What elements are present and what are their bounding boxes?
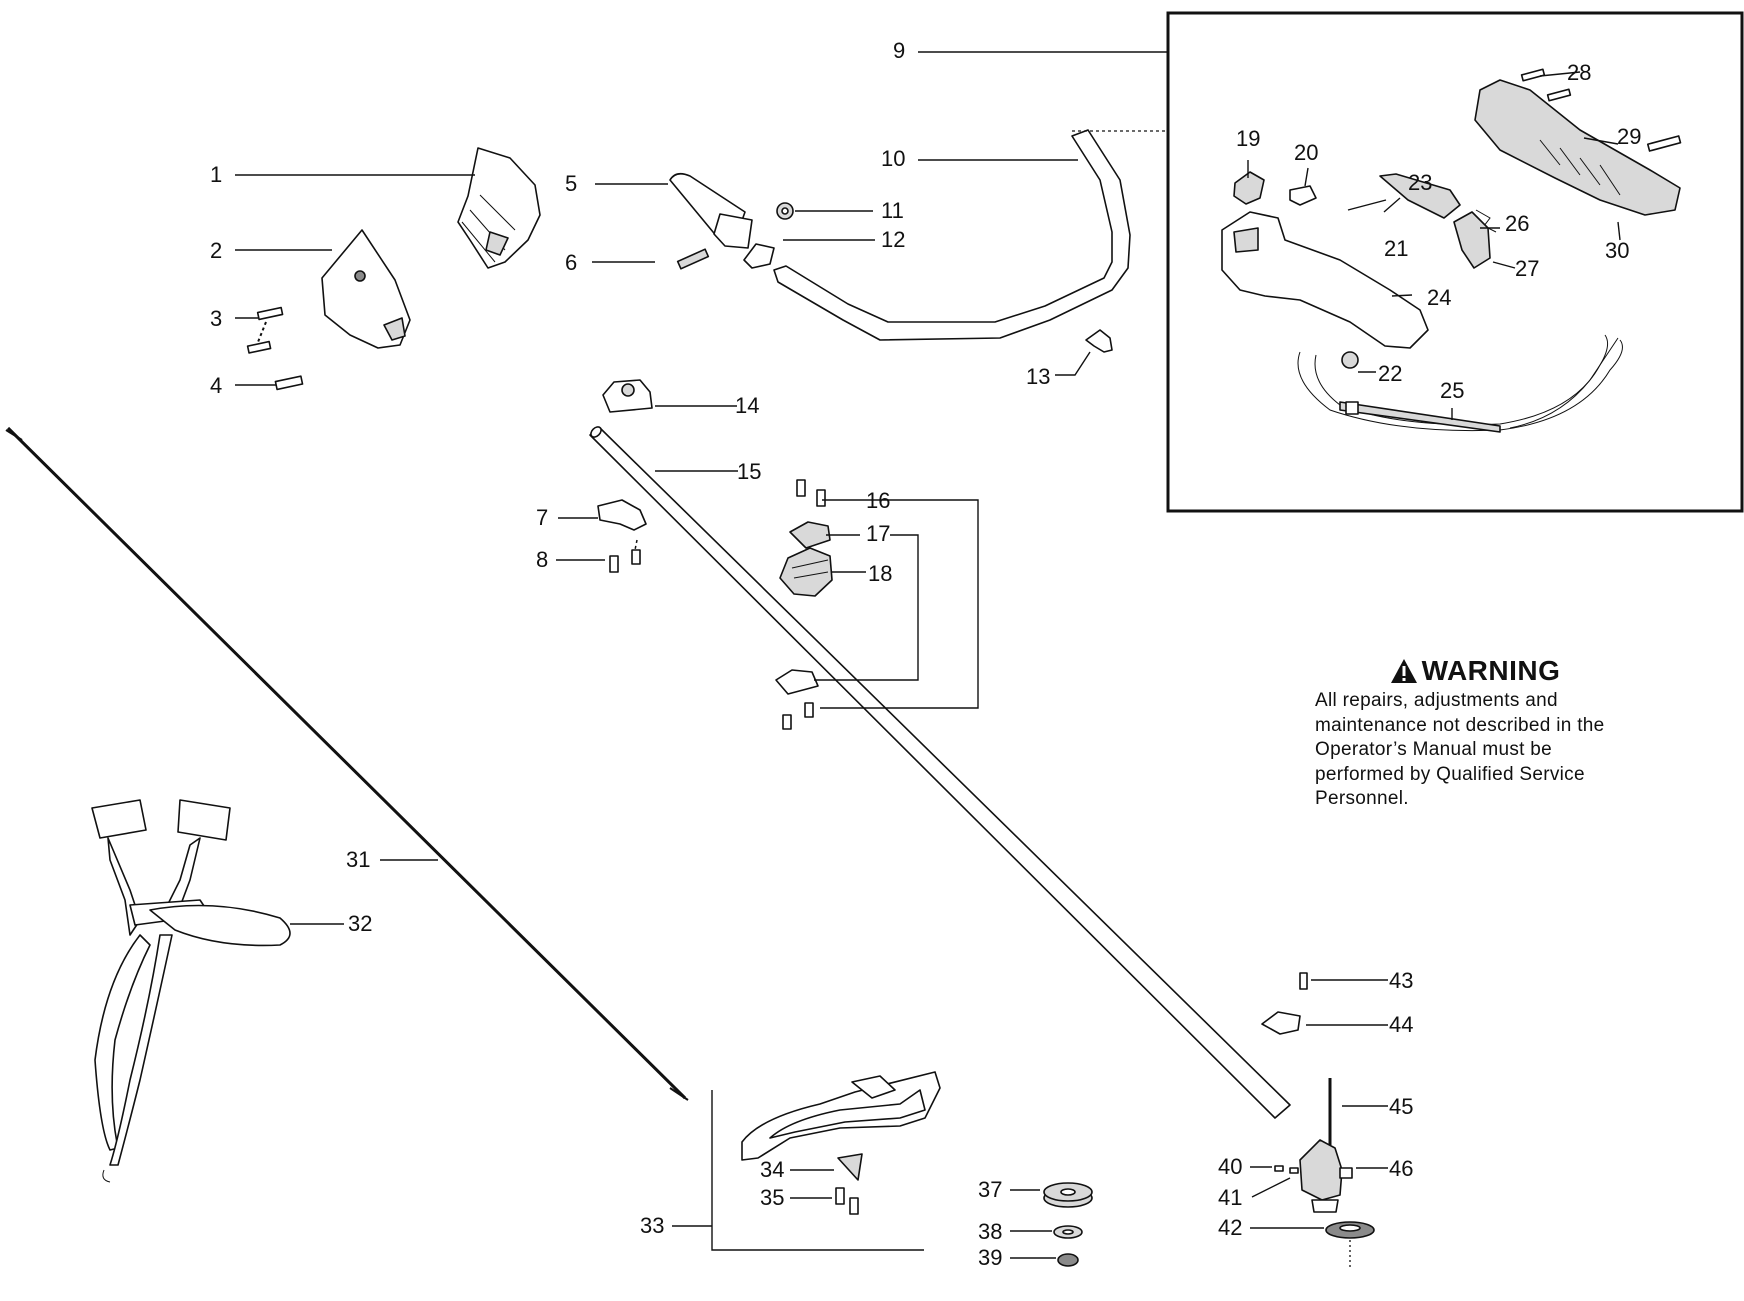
- callout-32: 32: [348, 911, 372, 936]
- part-5-handle-grip: [669, 172, 753, 249]
- callout-26: 26: [1505, 211, 1529, 236]
- callout-2: 2: [210, 238, 222, 263]
- warning-triangle-icon: [1390, 659, 1417, 683]
- callout-3: 3: [210, 306, 222, 331]
- callout-10: 10: [881, 146, 905, 171]
- callout-27: 27: [1515, 256, 1539, 281]
- part-12-clamp: [743, 243, 775, 269]
- callout-40: 40: [1218, 1154, 1242, 1179]
- part-8-screws: [609, 539, 641, 573]
- callout-29: 29: [1617, 124, 1641, 149]
- callout-15: 15: [737, 459, 761, 484]
- callout-31: 31: [346, 847, 370, 872]
- part-22-nut: [1341, 351, 1359, 369]
- part-28-screws: [1520, 68, 1572, 102]
- callout-45: 45: [1389, 1094, 1413, 1119]
- warning-title: WARNING: [1421, 655, 1561, 686]
- callout-8: 8: [536, 547, 548, 572]
- part-35-screws: [835, 1187, 859, 1215]
- callout-39: 39: [978, 1245, 1002, 1270]
- callout-9: 9: [893, 38, 905, 63]
- callout-labels: 1 2 3 4 5 6 7 8 9 10 11 12 13 14 15 16 1…: [210, 38, 1641, 1270]
- part-10-loop-handle: [773, 129, 1131, 341]
- part-30-handle-half: [1474, 79, 1681, 216]
- callout-21: 21: [1384, 236, 1408, 261]
- callout-20: 20: [1294, 140, 1318, 165]
- part-2-side-cover: [321, 229, 411, 349]
- part-27-lever: [1453, 211, 1491, 269]
- part-32-harness: [91, 799, 291, 1183]
- part-18-clamp-body: [779, 547, 833, 597]
- part-42-retainer: [1325, 1221, 1375, 1268]
- callout-22: 22: [1378, 361, 1402, 386]
- callout-13: 13: [1026, 364, 1050, 389]
- part-29-screw: [1646, 135, 1682, 152]
- callout-24: 24: [1427, 285, 1451, 310]
- callout-1: 1: [210, 162, 222, 187]
- callout-17: 17: [866, 521, 890, 546]
- callout-43: 43: [1389, 968, 1413, 993]
- callout-42: 42: [1218, 1215, 1242, 1240]
- part-3-screws: [246, 306, 284, 354]
- callout-33: 33: [640, 1213, 664, 1238]
- callout-12: 12: [881, 227, 905, 252]
- part-44-bracket: [1261, 1011, 1301, 1035]
- part-17-clamp-half: [775, 521, 831, 695]
- callout-30: 30: [1605, 238, 1629, 263]
- callout-44: 44: [1389, 1012, 1413, 1037]
- part-4-screw: [274, 375, 304, 391]
- part-40-screw: [1274, 1165, 1284, 1172]
- part-16-screws: [782, 479, 826, 730]
- part-14-clamp: [602, 379, 653, 413]
- part-43-screw: [1299, 972, 1308, 990]
- callout-34: 34: [760, 1157, 784, 1182]
- part-1-engine-cover: [457, 147, 541, 269]
- inset-box: [1166, 11, 1744, 513]
- part-7-tube-clamp: [597, 499, 647, 531]
- callout-18: 18: [868, 561, 892, 586]
- callout-28: 28: [1567, 60, 1591, 85]
- callout-7: 7: [536, 505, 548, 530]
- callout-38: 38: [978, 1219, 1002, 1244]
- warning-title-row: WARNING: [1305, 655, 1645, 687]
- callout-4: 4: [210, 373, 222, 398]
- part-24-handle-half: [1221, 211, 1429, 349]
- part-31-drive-shaft: [5, 426, 689, 1101]
- part-34-line-blade: [837, 1153, 863, 1181]
- part-46-gearhead: [1299, 1139, 1353, 1213]
- part-11-nut: [776, 202, 794, 220]
- callout-41: 41: [1218, 1185, 1242, 1210]
- callout-23: 23: [1408, 170, 1432, 195]
- part-13-clip: [1085, 329, 1113, 353]
- part-37-washer: [1043, 1182, 1093, 1208]
- part-33-debris-shield: [741, 1071, 941, 1161]
- part-41-screw: [1289, 1167, 1299, 1174]
- part-19-switch: [1233, 171, 1265, 205]
- part-26-spring: [1475, 209, 1497, 233]
- part-6-bolt: [676, 248, 710, 270]
- callout-5: 5: [565, 171, 577, 196]
- leader-lines: [235, 51, 1621, 1259]
- callout-25: 25: [1440, 378, 1464, 403]
- part-23-trigger: [1379, 173, 1461, 219]
- callout-6: 6: [565, 250, 577, 275]
- callout-14: 14: [735, 393, 759, 418]
- part-20-lockout: [1289, 185, 1317, 206]
- callout-19: 19: [1236, 126, 1260, 151]
- callout-16: 16: [866, 488, 890, 513]
- part-25-wire-harness: [1297, 334, 1623, 433]
- part-38-washer: [1053, 1225, 1083, 1239]
- callout-11: 11: [881, 198, 904, 223]
- warning-notice: WARNING All repairs, adjustments and mai…: [1315, 655, 1645, 812]
- warning-body: All repairs, adjustments and maintenance…: [1315, 690, 1605, 809]
- callout-46: 46: [1389, 1156, 1413, 1181]
- part-39-nut: [1057, 1253, 1079, 1267]
- callout-35: 35: [760, 1185, 784, 1210]
- callout-37: 37: [978, 1177, 1002, 1202]
- part-15-drive-tube: [589, 426, 1291, 1119]
